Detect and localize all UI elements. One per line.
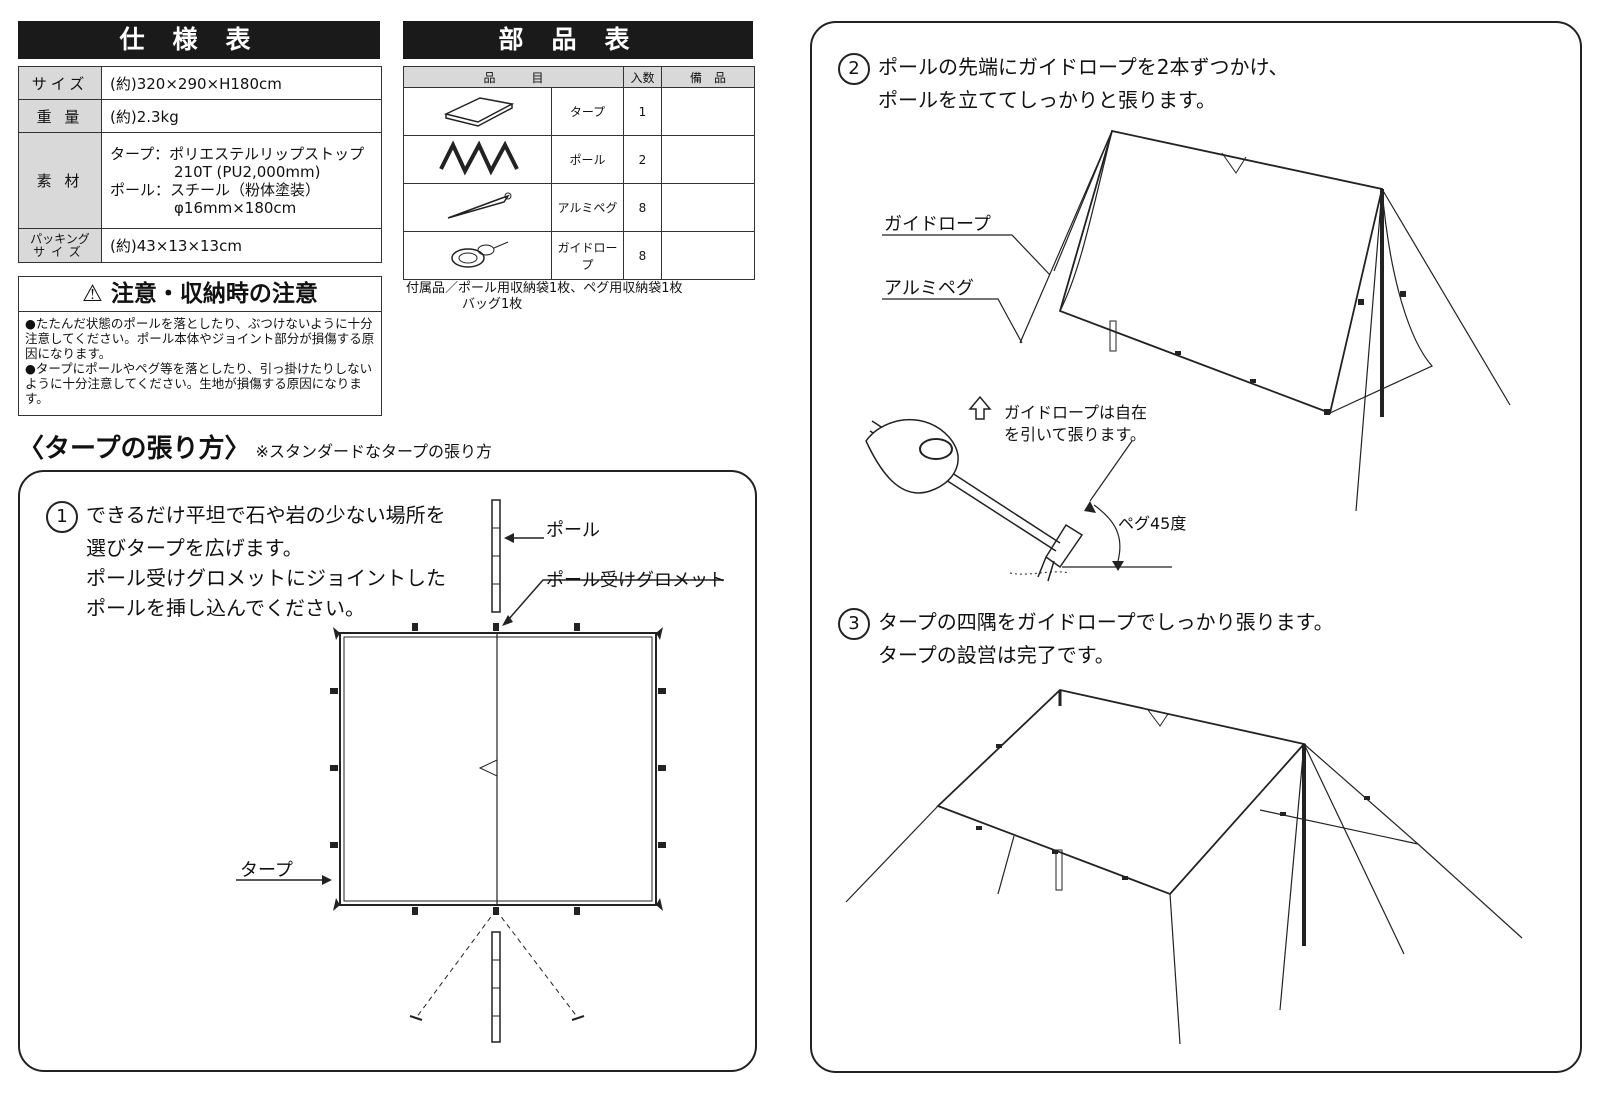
spec-key: 素 材 bbox=[18, 132, 102, 229]
howto-title: 〈タープの張り方〉 bbox=[18, 434, 251, 464]
spec-line: 210T (PU2,000mm) bbox=[174, 162, 321, 181]
accessories-line: 付属品／ポール用収納袋1枚、ペグ用収納袋1枚 bbox=[406, 281, 683, 296]
parts-row: ポール 2 bbox=[403, 135, 755, 184]
caution-box: ⚠ 注意・収納時の注意 ●たたんだ状態のポールを落としたり、ぶつけないように十分… bbox=[18, 276, 382, 416]
caution-title-row: ⚠ 注意・収納時の注意 bbox=[19, 277, 381, 312]
spec-key: 重 量 bbox=[18, 99, 102, 133]
step1-line: 選びタープを広げます。 bbox=[86, 536, 303, 560]
caution-item: ●たたんだ状態のポールを落としたり、ぶつけないように十分注意してください。ポール… bbox=[25, 316, 375, 361]
spec-key: パッキング サイズ bbox=[18, 228, 102, 263]
spec-table: サイズ (約)320×290×H180cm 重 量 (約)2.3kg 素 材 タ… bbox=[18, 66, 382, 263]
steps-2-3-panel bbox=[810, 21, 1582, 1073]
label-tarp: タープ bbox=[240, 860, 293, 881]
howto-subtitle: ※スタンダードなタープの張り方 bbox=[255, 442, 492, 461]
spec-value: (約)320×290×H180cm bbox=[101, 66, 382, 100]
label-peg: アルミペグ bbox=[884, 278, 974, 299]
step3-line: タープの四隅をガイドロープでしっかり張ります。 bbox=[878, 610, 1334, 634]
part-name: タープ bbox=[551, 87, 624, 136]
part-qty: 1 bbox=[623, 87, 662, 136]
part-note bbox=[661, 183, 755, 232]
col-item: 品 目 bbox=[403, 66, 624, 88]
spec-key: サイズ bbox=[18, 66, 102, 100]
spec-value: (約)43×13×13cm bbox=[101, 228, 382, 263]
col-note: 備 品 bbox=[661, 66, 755, 88]
spec-line: φ16mm×180cm bbox=[174, 198, 297, 217]
part-name: アルミペグ bbox=[551, 183, 624, 232]
label-grommet: ポール受けグロメット bbox=[546, 570, 726, 591]
step1-line: ポールを挿し込んでください。 bbox=[86, 596, 365, 620]
step3-diagram bbox=[845, 689, 1523, 1045]
caution-item: ●タープにポールやペグ等を落としたり、引っ掛けたりしないように十分注意してくださ… bbox=[25, 361, 373, 406]
step1-text: 1 できるだけ平坦で石や岩の少ない場所を 選びタープを広げます。 ポール受けグロメ… bbox=[46, 500, 446, 623]
step2-line: ポールを立ててしっかりと張ります。 bbox=[878, 88, 1216, 112]
parts-row: タープ 1 bbox=[403, 87, 755, 136]
step2-text: 2 ポールの先端にガイドロープを2本ずつかけ、 ポールを立ててしっかりと張ります。 bbox=[838, 52, 1289, 115]
rope-coil-icon bbox=[403, 231, 552, 280]
step1-line: できるだけ平坦で石や岩の少ない場所を bbox=[86, 503, 446, 527]
peg-icon bbox=[403, 183, 552, 232]
accessories-note: 付属品／ポール用収納袋1枚、ペグ用収納袋1枚 バッグ1枚 bbox=[406, 281, 683, 313]
step1-diagram bbox=[236, 499, 724, 1043]
part-note bbox=[661, 231, 755, 280]
label-guy-rope: ガイドロープ bbox=[884, 214, 991, 235]
parts-table: 品 目 入数 備 品 タープ 1 ポール 2 アルミペグ 8 ガイドロープ 8 bbox=[403, 66, 755, 280]
part-qty: 8 bbox=[623, 183, 662, 232]
label-pull: ガイドロープは自在 を引いて張ります。 bbox=[1004, 402, 1147, 446]
part-note bbox=[661, 135, 755, 184]
label-pull-line: を引いて張ります。 bbox=[1004, 425, 1146, 444]
step3-line: タープの設営は完了です。 bbox=[878, 643, 1115, 667]
part-qty: 2 bbox=[623, 135, 662, 184]
spec-key-line: サイズ bbox=[33, 244, 87, 259]
accessories-line: バッグ1枚 bbox=[462, 297, 523, 312]
warning-icon: ⚠ bbox=[82, 281, 103, 307]
spec-value-material: タープ：ポリエステルリップストップ 210T (PU2,000mm) ポール：ス… bbox=[101, 132, 382, 229]
col-qty: 入数 bbox=[623, 66, 662, 88]
part-qty: 8 bbox=[623, 231, 662, 280]
label-pull-line: ガイドロープは自在 bbox=[1004, 403, 1148, 422]
step2-diagram bbox=[865, 129, 1511, 582]
step-number: 2 bbox=[838, 53, 870, 85]
label-pole: ポール bbox=[546, 520, 600, 541]
step-number: 1 bbox=[46, 501, 78, 533]
part-name: ポール bbox=[551, 135, 624, 184]
spec-value: (約)2.3kg bbox=[101, 99, 382, 133]
parts-header: 部品表 bbox=[403, 21, 753, 59]
spec-header: 仕様表 bbox=[18, 21, 380, 59]
spec-line: タープ：ポリエステルリップストップ bbox=[110, 144, 365, 163]
step2-line: ポールの先端にガイドロープを2本ずつかけ、 bbox=[878, 55, 1289, 79]
folded-tarp-icon bbox=[403, 87, 552, 136]
step1-line: ポール受けグロメットにジョイントした bbox=[86, 566, 446, 590]
step1-panel bbox=[18, 470, 757, 1072]
pole-segments-icon bbox=[403, 135, 552, 184]
step3-text: 3 タープの四隅をガイドロープでしっかり張ります。 タープの設営は完了です。 bbox=[838, 607, 1334, 670]
step-number: 3 bbox=[838, 608, 870, 640]
parts-row: アルミペグ 8 bbox=[403, 183, 755, 232]
spec-line: ポール：スチール（粉体塗装） bbox=[110, 180, 321, 199]
label-peg-angle: ペグ45度 bbox=[1118, 514, 1187, 533]
howto-title-row: 〈タープの張り方〉 ※スタンダードなタープの張り方 bbox=[18, 428, 492, 465]
part-note bbox=[661, 87, 755, 136]
caution-title: 注意・収納時の注意 bbox=[110, 281, 318, 307]
parts-row: ガイドロープ 8 bbox=[403, 231, 755, 280]
spec-key-line: パッキング bbox=[30, 231, 90, 246]
part-name: ガイドロープ bbox=[551, 231, 624, 280]
